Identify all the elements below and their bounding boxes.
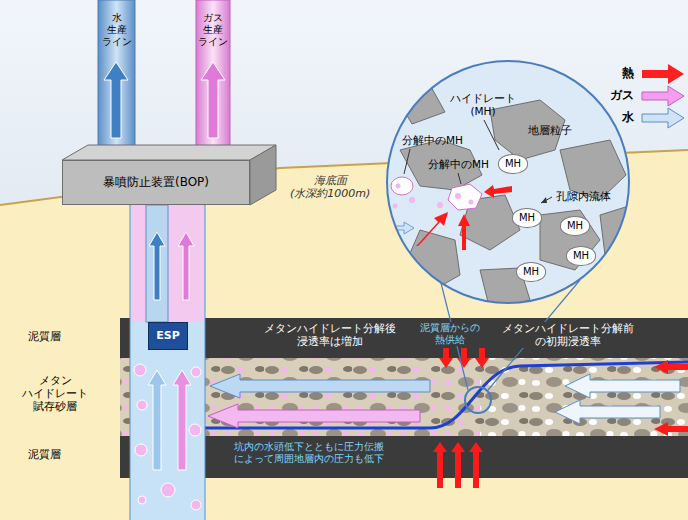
- hydrate-grain: MH: [560, 216, 590, 236]
- legend-text: ガス: [610, 88, 634, 102]
- node-text: MH: [567, 220, 583, 232]
- node-text: 孔隙内流体: [556, 190, 611, 203]
- node-text: 地層粒子: [528, 124, 572, 137]
- layer-label: メタン ハイドレート 賦存砂層: [22, 374, 88, 414]
- layer-label: 泥質層: [28, 330, 61, 343]
- node-text: 水 生産 ライン: [102, 12, 132, 48]
- gas-production-line: ガス 生産 ライン: [196, 0, 230, 145]
- node-text: 分解中のMH: [402, 134, 463, 147]
- seafloor-label: 海底面 (水深約1000m): [290, 174, 370, 200]
- legend-text: 水: [622, 110, 634, 124]
- esp-pump: ESP: [148, 322, 188, 350]
- node-text: ESP: [156, 329, 180, 342]
- hydrate-grain: MH: [516, 262, 546, 282]
- node-text: 分解中のMH: [428, 158, 489, 171]
- node-text: MH: [519, 212, 535, 224]
- hydrate-grain: MH: [498, 154, 528, 174]
- blowout-preventer: 暴噴防止装置(BOP): [62, 160, 250, 205]
- node-text: MH: [573, 250, 589, 262]
- hydrate-grain: MH: [512, 208, 542, 228]
- node-text: MH: [523, 266, 539, 278]
- node-text: ハイドレート (MH): [450, 92, 516, 117]
- pressure-note: 坑内の水頭低下とともに圧力伝搬 によって周囲地層内の圧力も低下: [232, 441, 386, 465]
- heat-supply-note: 泥質層からの 熱供給: [418, 322, 482, 346]
- water-production-line: 水 生産 ライン: [98, 0, 135, 145]
- node-text: 暴噴防止装置(BOP): [103, 175, 209, 189]
- node-text: ガス 生産 ライン: [198, 12, 228, 48]
- permeability-note: メタンハイドレート分解前 の初期浸透率: [500, 322, 636, 348]
- legend-text: 熱: [622, 66, 634, 80]
- layer-label: 泥質層: [28, 448, 61, 461]
- pore-scale-inset: ハイドレート (MH) 分解中のMH 地層粒子分解中のMH 孔隙内流体 MH MH MH MH…: [386, 60, 630, 304]
- hydrate-grain: MH: [566, 246, 596, 266]
- node-text: MH: [505, 158, 521, 170]
- permeability-note: メタンハイドレート分解後 浸透率は増加: [262, 322, 398, 348]
